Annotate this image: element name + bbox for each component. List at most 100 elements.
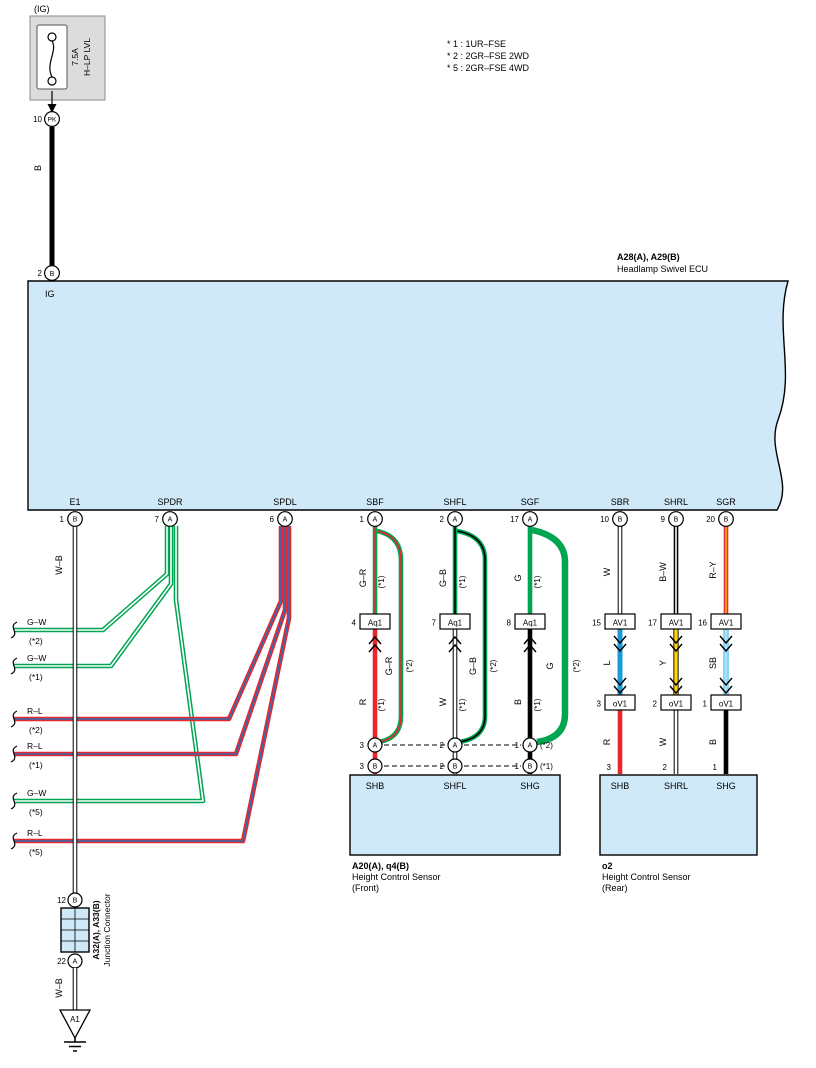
variant-label: (*1) <box>533 698 542 711</box>
wire-label: W <box>602 567 612 576</box>
wire-label: Y <box>658 660 668 666</box>
connector-code: oV1 <box>669 700 684 709</box>
front-height-sensor: SHB SHFL SHG A20(A), q4(B) Height Contro… <box>349 526 581 893</box>
connector-box <box>710 613 742 630</box>
pin-number: 22 <box>57 957 66 966</box>
pin-code: B <box>528 764 533 771</box>
pin-code: PK <box>48 117 57 124</box>
sensor-terminal: SHRL <box>664 781 688 791</box>
pin-number: 10 <box>600 515 609 524</box>
junction-code: A32(A), A33(B) <box>91 900 101 959</box>
pin-circle <box>43 265 60 282</box>
chevron-down-icon <box>669 635 683 645</box>
sensor-sub: (Rear) <box>602 883 628 893</box>
fuse-contact-bottom <box>47 76 57 86</box>
variant-label: (*1) <box>458 575 467 588</box>
connector-box <box>439 613 471 630</box>
pin-number: 10 <box>33 115 42 124</box>
pin-number: 2 <box>38 269 43 278</box>
break-icon <box>10 832 18 850</box>
pin-code: B <box>724 517 729 524</box>
connector-box <box>359 613 391 630</box>
connector-code: AV1 <box>669 619 684 628</box>
wire-bypass <box>531 526 569 746</box>
note-2: * 2 : 2GR–FSE 2WD <box>447 51 530 61</box>
variant-label: (*1) <box>377 698 386 711</box>
ecu-code: A28(A), A29(B) <box>617 252 680 262</box>
pin-circle <box>718 511 734 527</box>
wire-b-feed: B <box>33 127 55 266</box>
chevron-down-icon <box>669 685 683 695</box>
wire-label: G–W <box>27 788 46 798</box>
sensor-name: Height Control Sensor <box>602 872 691 882</box>
connector-pin: 15 <box>592 619 601 628</box>
sensor-body <box>349 774 561 856</box>
chevron-down-icon <box>669 643 683 653</box>
variant-label: (*1) <box>29 760 43 770</box>
connector-box <box>710 694 742 711</box>
pin-code: B <box>674 517 679 524</box>
break-icon <box>10 657 18 675</box>
variant-label: (*2) <box>540 741 553 750</box>
ground-point-triangle <box>58 1009 92 1040</box>
wire-stripe <box>14 526 290 842</box>
wire-label: G–B <box>468 657 478 675</box>
sensor-terminal: SHFL <box>443 781 466 791</box>
pin-number: 1 <box>515 762 520 771</box>
wire-bypass-stripe <box>456 530 486 743</box>
connector-pin: 7 <box>432 619 437 628</box>
chevron-up-icon <box>448 635 462 645</box>
wire-label: G–R <box>358 568 368 587</box>
connector-pin: 16 <box>698 619 707 628</box>
ground-code: A1 <box>70 1015 80 1024</box>
pin-name: SGR <box>716 497 736 507</box>
wire-base <box>14 526 170 633</box>
pin-code: A <box>168 517 173 524</box>
wire-label: G–R <box>384 656 394 675</box>
front-column-sgf: Aq1 8 G (*1) G (*2) B (*1) 1 A (*2) 1 B … <box>507 526 581 774</box>
ground-branch: W–B 12 B A32(A), A33(B) Junction Connect… <box>54 526 112 1052</box>
rear-height-sensor: SHB SHRL SHG o2 Height Control Sensor (R… <box>592 526 758 893</box>
headlamp-swivel-ecu: A28(A), A29(B) Headlamp Swivel ECU IG 2 … <box>27 252 789 511</box>
arrow-down-icon <box>47 104 57 113</box>
variant-notes: * 1 : 1UR–FSE * 2 : 2GR–FSE 2WD * 5 : 2G… <box>447 39 530 73</box>
pin-name: SPDR <box>157 497 183 507</box>
sensor-terminal: SHG <box>716 781 736 791</box>
wire-bypass-stripe <box>376 530 402 743</box>
note-3: * 5 : 2GR–FSE 4WD <box>447 63 530 73</box>
break-icon <box>10 710 18 728</box>
pin-number: 1 <box>713 763 718 772</box>
pin-number: 12 <box>57 896 66 905</box>
chevron-up-icon <box>368 643 382 653</box>
pin-code: A <box>373 743 378 750</box>
junction-name: Junction Connector <box>102 893 112 966</box>
chevron-up-icon <box>523 635 537 645</box>
front-column-shfl: Aq1 7 G–B (*1) G–B (*2) W (*1) 2 A 2 B <box>432 526 498 774</box>
pin-number: 3 <box>360 741 365 750</box>
wire-label: W–B <box>54 555 64 575</box>
variant-label: (*2) <box>29 636 43 646</box>
pin-code: A <box>453 743 458 750</box>
connector-box <box>660 694 692 711</box>
wire-stripe <box>14 526 282 720</box>
chevron-down-icon <box>719 643 733 653</box>
chevron-up-icon <box>523 643 537 653</box>
fuse-contact-top <box>47 32 57 42</box>
wire-label: G–W <box>27 653 46 663</box>
wire-label: B–W <box>658 562 668 582</box>
rear-column-sgr: AV1 16 oV1 1 R–Y SB B 1 <box>698 526 742 774</box>
connector-code: AV1 <box>719 619 734 628</box>
wire-label: W–B <box>54 978 64 998</box>
sensor-body <box>599 774 758 856</box>
pin-circle <box>447 511 463 527</box>
sensor-code: o2 <box>602 861 613 871</box>
pin-circle <box>522 737 538 753</box>
note-1: * 1 : 1UR–FSE <box>447 39 506 49</box>
wire-label: R <box>358 698 368 705</box>
connector-code: oV1 <box>613 700 628 709</box>
connector-box <box>514 613 546 630</box>
pin-circle <box>447 737 463 753</box>
variant-label: (*2) <box>405 659 414 672</box>
wire-label: W <box>438 697 448 706</box>
break-icon <box>10 745 18 763</box>
